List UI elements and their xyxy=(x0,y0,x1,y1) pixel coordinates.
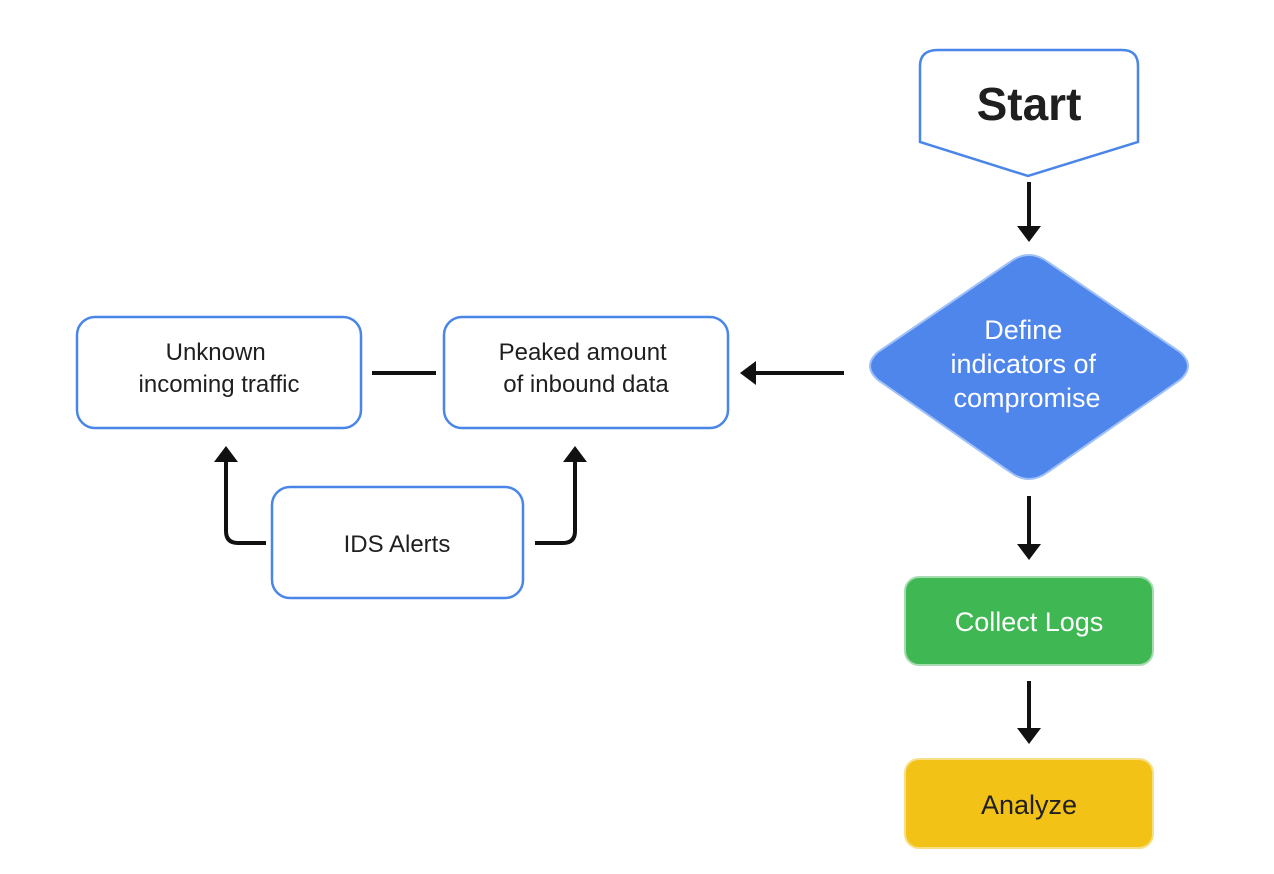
define-diamond-shape xyxy=(869,254,1189,480)
peaked-label-line2: of inbound data xyxy=(503,371,669,398)
arrow-ids-to-peaked xyxy=(535,446,587,545)
start-label: Start xyxy=(977,78,1082,130)
unknown-traffic-node: Unknown incoming traffic xyxy=(75,315,363,430)
unknown-label-line2: incoming traffic xyxy=(139,371,300,398)
define-label-line1: Define xyxy=(984,315,1062,345)
collect-logs-label: Collect Logs xyxy=(955,607,1104,637)
peaked-label-line1: Peaked amount xyxy=(499,339,667,366)
peaked-amount-label: Peaked amount of inbound data xyxy=(499,339,674,398)
peaked-amount-node: Peaked amount of inbound data xyxy=(442,315,730,430)
ids-alerts-label: IDS Alerts xyxy=(344,531,451,558)
analyze-box xyxy=(904,758,1154,849)
arrow-define-to-peaked xyxy=(740,361,844,385)
ids-alerts-node: IDS Alerts xyxy=(270,485,525,600)
define-indicators-node: Define indicators of compromise xyxy=(869,254,1189,480)
analyze-label: Analyze xyxy=(981,790,1077,820)
collect-logs-node: Collect Logs xyxy=(904,576,1154,666)
analyze-node: Analyze xyxy=(904,758,1154,849)
peaked-amount-box xyxy=(442,315,730,430)
arrow-collect-to-analyze xyxy=(1017,681,1041,744)
unknown-traffic-box xyxy=(75,315,363,430)
define-label-line2: indicators of xyxy=(950,349,1096,379)
define-label-line3: compromise xyxy=(953,383,1100,413)
collect-logs-box xyxy=(904,576,1154,666)
start-shape xyxy=(918,48,1140,178)
define-label: Define indicators of compromise xyxy=(950,315,1103,413)
ids-alerts-box xyxy=(270,485,525,600)
start-node: Start xyxy=(918,48,1140,178)
arrow-ids-to-unknown xyxy=(214,446,266,545)
arrow-define-to-collect xyxy=(1017,496,1041,560)
unknown-label-line1: Unknown xyxy=(166,339,266,366)
arrow-start-to-define xyxy=(1017,182,1041,242)
unknown-traffic-label: Unknown incoming traffic xyxy=(139,339,300,398)
